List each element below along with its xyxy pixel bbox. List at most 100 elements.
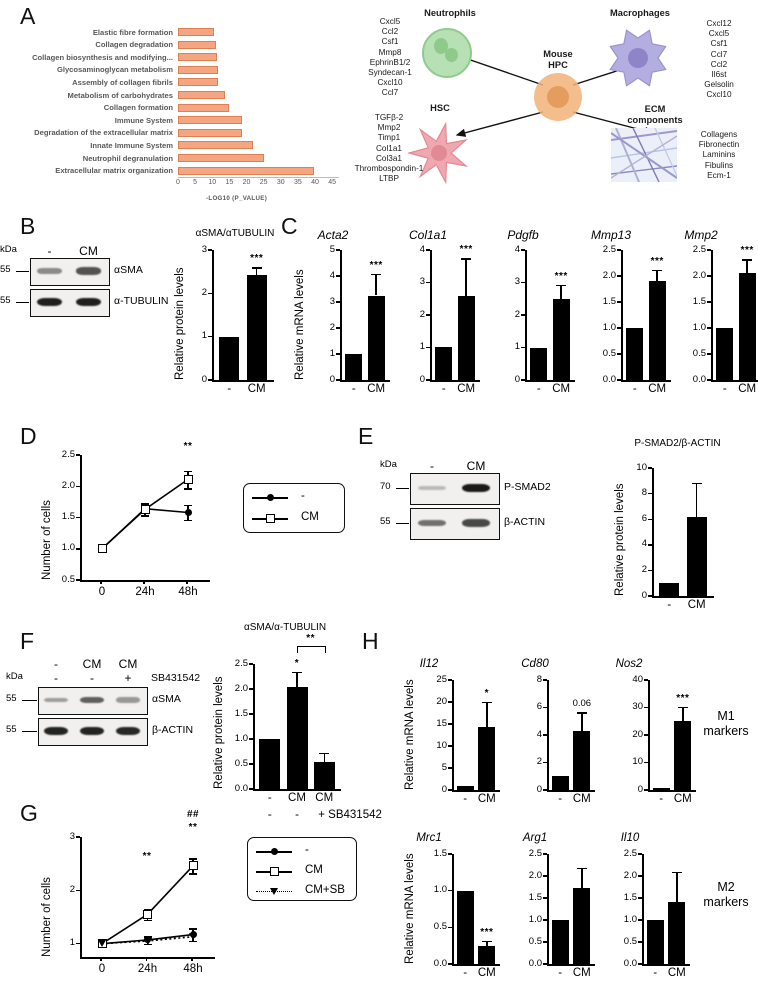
H_Cd80-y-tick bbox=[543, 679, 547, 681]
blotF-lane-header: CM bbox=[82, 657, 102, 671]
panel-a-bar-label: Innate Immune System bbox=[90, 140, 173, 150]
H_Il12-error-bar bbox=[486, 701, 488, 727]
G_growth-x-tick-label: 48h bbox=[183, 963, 203, 975]
D_growth-x-tick-label: 24h bbox=[135, 586, 155, 598]
G_growth-legend-label: CM bbox=[305, 864, 323, 876]
H_Mrc1-y-axis bbox=[452, 854, 454, 965]
E_PSMAD2_bACTIN-y-tick-label: 6 bbox=[641, 512, 647, 524]
panel-a-bar bbox=[178, 166, 315, 175]
panel-a-bar bbox=[178, 65, 218, 74]
H_Mrc1-y-tick bbox=[448, 853, 452, 855]
H_Cd80-x-tick-label: - bbox=[558, 793, 563, 805]
F_aSMA_aTUBULIN-y-tick-label: 2.0 bbox=[234, 682, 248, 694]
C_Mmp13-y-tick bbox=[617, 249, 621, 251]
C_Mmp2-y-axis bbox=[711, 250, 713, 381]
diagram-label-neutrophils: Neutrophils bbox=[424, 8, 476, 18]
B_aSMA_aTUBULIN-y-tick-label: 2 bbox=[201, 286, 207, 298]
H_Il10-error-cap bbox=[671, 871, 682, 873]
H_Mrc1-y-axis-label: Relative mRNA levels bbox=[404, 853, 416, 964]
panel-a-bar-label: Assembly of collagen fibrils bbox=[72, 77, 173, 87]
blotE-band bbox=[417, 485, 447, 491]
blotE-band bbox=[461, 483, 491, 493]
blotB-mw-label: 55 bbox=[0, 264, 11, 275]
C_Mmp2-error-cap bbox=[742, 259, 753, 261]
H_Arg1-y-tick-label: 0.5 bbox=[528, 935, 542, 947]
C_Mmp13-y-tick bbox=[617, 379, 621, 381]
F_aSMA_aTUBULIN-x-tick-label: CM bbox=[288, 792, 306, 804]
C_Mmp13-error-bar bbox=[656, 269, 658, 281]
C_Col1a1-bar bbox=[457, 295, 475, 380]
panel-a-x-tick-label: 20 bbox=[242, 179, 251, 187]
H_Nos2-y-tick bbox=[644, 734, 648, 736]
H_Arg1-x-tick-label: CM bbox=[572, 967, 591, 979]
blotF-treatment-symbol: - bbox=[54, 671, 58, 685]
B_aSMA_aTUBULIN-significance: *** bbox=[250, 253, 264, 265]
panel-a-x-tick-label: 15 bbox=[225, 179, 234, 187]
H_Nos2-x-tick-label: CM bbox=[673, 793, 692, 805]
panel-a-bar bbox=[178, 53, 217, 62]
C_Pdgfb-chart-title: Pdgfb bbox=[507, 228, 539, 242]
C_Mmp2-y-tick-label: 2.0 bbox=[692, 269, 706, 281]
C_Acta2-y-tick-label: 0 bbox=[329, 373, 335, 385]
G_growth-y-axis bbox=[80, 837, 82, 958]
blotB-band bbox=[37, 297, 62, 307]
H_Nos2-bar bbox=[652, 787, 670, 790]
H_Mrc1-x-tick-label: - bbox=[463, 967, 468, 979]
H_Il12-x-tick-label: - bbox=[463, 793, 468, 805]
H_Il10-y-tick bbox=[638, 963, 642, 965]
blotB-target-label: αSMA bbox=[114, 264, 143, 276]
H_Nos2-y-axis bbox=[648, 680, 650, 791]
C_Mmp2-y-tick bbox=[707, 353, 711, 355]
H_Il10-x-axis bbox=[642, 964, 690, 966]
H_Cd80-bar bbox=[551, 776, 569, 790]
H_Mrc1-error-bar bbox=[486, 940, 488, 946]
C_Col1a1-y-tick bbox=[426, 346, 430, 349]
G_growth-y-tick bbox=[76, 942, 80, 945]
panel-a-x-tick-label: 10 bbox=[208, 179, 217, 187]
H_Cd80-y-tick-label: 4 bbox=[536, 728, 542, 740]
panel-a-bar bbox=[178, 91, 225, 99]
G_growth-legend-label: CM+SB bbox=[305, 884, 345, 896]
C_Mmp13-x-axis bbox=[621, 380, 671, 382]
diagram-label-hsc: HSC bbox=[430, 103, 450, 113]
blotE-mw-leader bbox=[396, 488, 409, 490]
blotE-lane-header: - bbox=[430, 459, 434, 473]
E_PSMAD2_bACTIN-y-tick bbox=[648, 518, 652, 520]
panel-a-x-axis-title: -LOG10 (P_VALUE) bbox=[206, 195, 268, 203]
H_Il10-y-tick-label: 0.0 bbox=[623, 957, 637, 969]
blotF-band bbox=[116, 697, 140, 703]
blotF-treatment-symbol: + bbox=[124, 671, 132, 685]
panel-a-bar bbox=[178, 128, 243, 137]
H_Cd80-significance: 0.06 bbox=[572, 698, 592, 710]
H_Nos2-significance: *** bbox=[676, 692, 690, 704]
B_aSMA_aTUBULIN-bar bbox=[246, 274, 267, 380]
C_Acta2-chart-title: Acta2 bbox=[317, 228, 349, 242]
H_Il12-y-tick-label: 0 bbox=[441, 783, 447, 795]
H_Arg1-x-tick-label: - bbox=[558, 967, 563, 979]
D_growth-x-tick-label: 0 bbox=[98, 586, 106, 598]
diagram-genes-hsc: TGFβ-2 Mmp2 Timp1 Col1a1 Col3a1 Thrombos… bbox=[354, 113, 424, 184]
H_Il12-y-tick bbox=[448, 701, 452, 703]
C_Col1a1-y-tick-label: 1 bbox=[419, 341, 425, 352]
H_Cd80-y-tick bbox=[543, 734, 547, 736]
G_growth-marker bbox=[98, 940, 106, 948]
blotE-target-label: P-SMAD2 bbox=[504, 481, 551, 493]
panel-a-x-tick-label: 45 bbox=[328, 179, 337, 187]
C_Mmp13-y-tick-label: 0.5 bbox=[602, 347, 616, 359]
G_growth-significance: ** bbox=[188, 822, 198, 833]
H_Nos2-y-tick bbox=[644, 761, 648, 764]
panel-letter-g: G bbox=[20, 800, 38, 826]
D_growth-marker bbox=[184, 509, 192, 516]
D_growth-x-tick bbox=[186, 580, 188, 584]
G_growth-error-cap bbox=[189, 941, 197, 943]
D_growth-y-tick-label: 2.0 bbox=[61, 479, 75, 491]
H_Nos2-y-tick bbox=[644, 789, 648, 791]
H_Il12-y-tick bbox=[448, 679, 452, 681]
H_Il12-y-tick-label: 10 bbox=[436, 739, 447, 751]
H_Arg1-y-tick-label: 1.5 bbox=[528, 891, 542, 903]
C_Mmp13-error-cap bbox=[652, 269, 663, 272]
H_Cd80-y-tick-label: 8 bbox=[536, 673, 542, 685]
